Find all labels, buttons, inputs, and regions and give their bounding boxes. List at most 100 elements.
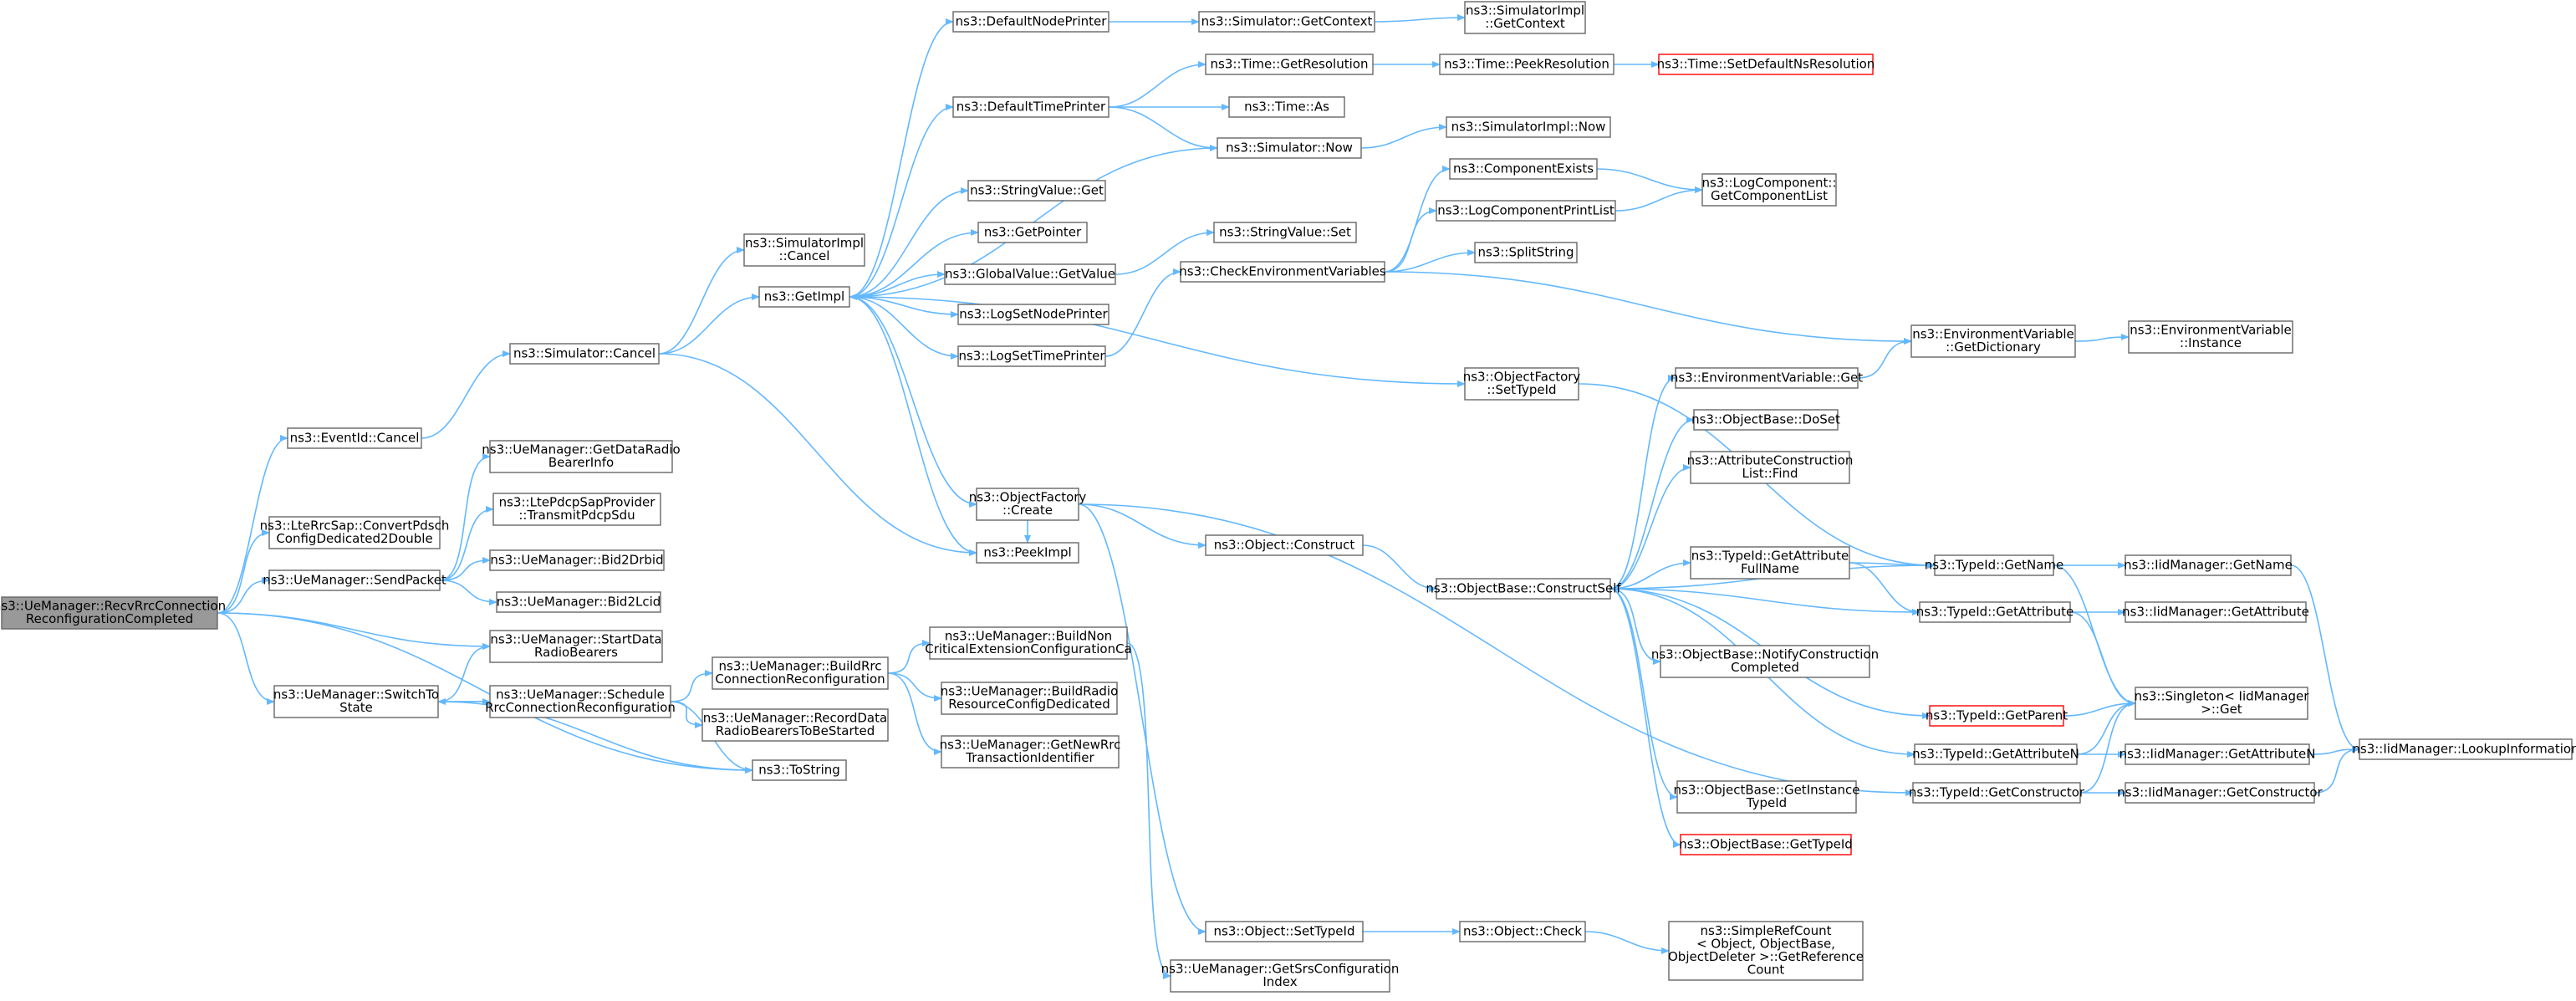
node-label: ConnectionReconfiguration — [715, 672, 885, 687]
node-peekimpl[interactable]: ns3::PeekImpl — [976, 542, 1079, 564]
node-sim-cancel[interactable]: ns3::Simulator::Cancel — [509, 343, 660, 365]
node-box — [1929, 705, 2064, 727]
node-label: ::TransmitPdcpSdu — [518, 508, 635, 523]
node-typeid-getconstructor[interactable]: ns3::TypeId::GetConstructor — [1909, 782, 2085, 804]
node-sim-now[interactable]: ns3::Simulator::Now — [1217, 137, 1362, 159]
node-objbase-notify[interactable]: ns3::ObjectBase::NotifyConstructionCompl… — [1651, 645, 1879, 678]
node-buildradio[interactable]: ns3::UeManager::BuildRadioResourceConfig… — [941, 682, 1119, 715]
node-sendpacket[interactable]: ns3::UeManager::SendPacket — [263, 569, 446, 591]
node-objfactory-settypeid[interactable]: ns3::ObjectFactory::SetTypeId — [1463, 367, 1581, 401]
node-label: ns3::SplitString — [1478, 244, 1574, 259]
node-root[interactable]: ns3::UeManager::RecvRrcConnectionReconfi… — [0, 596, 226, 630]
node-object-settypeid[interactable]: ns3::Object::SetTypeId — [1205, 921, 1364, 942]
node-typeid-getattributen[interactable]: ns3::TypeId::GetAttributeN — [1912, 743, 2079, 765]
node-singleton-get[interactable]: ns3::Singleton< IidManager >::Get — [2135, 687, 2310, 720]
node-logsettimeprinter[interactable]: ns3::LogSetTimePrinter — [957, 345, 1106, 367]
node-checkenv[interactable]: ns3::CheckEnvironmentVariables — [1179, 261, 1386, 283]
node-simimpl-getcontext[interactable]: ns3::SimulatorImpl::GetContext — [1464, 1, 1586, 34]
node-logsetnodeprinter[interactable]: ns3::LogSetNodePrinter — [957, 304, 1109, 325]
node-convert-pdsch[interactable]: ns3::LteRrcSap::ConvertPdschConfigDedica… — [260, 516, 450, 549]
node-iidmgr-getname[interactable]: ns3::IidManager::GetName — [2124, 554, 2293, 576]
node-label: BearerInfo — [548, 455, 614, 470]
node-buildnoncritical[interactable]: ns3::UeManager::BuildNonCriticalExtensio… — [925, 626, 1132, 660]
edge-eventid-cancel-to-sim-cancel — [421, 350, 511, 439]
node-box — [268, 569, 441, 591]
node-stringvalue-set[interactable]: ns3::StringValue::Set — [1213, 222, 1357, 243]
node-stringvalue-get[interactable]: ns3::StringValue::Get — [967, 180, 1106, 202]
node-objfactory-create[interactable]: ns3::ObjectFactory::Create — [969, 488, 1087, 521]
node-label: ns3::LogSetTimePrinter — [958, 348, 1105, 363]
edge-object-construct-to-objbase-constructself — [1362, 544, 1437, 592]
edge-logsettimeprinter-to-checkenv — [1104, 268, 1181, 357]
edge-objbase-constructself-to-objbase-notify — [1609, 588, 1661, 665]
node-objbase-gettypeid[interactable]: ns3::ObjectBase::GetTypeId — [1679, 834, 1853, 855]
node-getimpl[interactable]: ns3::GetImpl — [758, 286, 850, 308]
node-globalvalue-getvalue[interactable]: ns3::GlobalValue::GetValue — [944, 263, 1116, 285]
node-getnewrrc[interactable]: ns3::UeManager::GetNewRrcTransactionIden… — [940, 735, 1121, 769]
node-objbase-constructself[interactable]: ns3::ObjectBase::ConstructSelf — [1426, 578, 1621, 600]
node-envvar-getdict[interactable]: ns3::EnvironmentVariable::GetDictionary — [1910, 324, 2076, 358]
node-iidmgr-getconstructor[interactable]: ns3::IidManager::GetConstructor — [2117, 782, 2324, 804]
node-schedule-rrc[interactable]: ns3::UeManager::ScheduleRrcConnectionRec… — [485, 685, 676, 718]
node-iidmgr-lookupinfo[interactable]: ns3::IidManager::LookupInformation — [2352, 738, 2576, 760]
node-componentexists[interactable]: ns3::ComponentExists — [1449, 158, 1598, 180]
node-eventid-cancel[interactable]: ns3::EventId::Cancel — [287, 427, 422, 449]
edge-globalvalue-getvalue-to-stringvalue-set — [1115, 229, 1215, 275]
node-box — [509, 343, 660, 365]
node-time-getresolution[interactable]: ns3::Time::GetResolution — [1205, 54, 1374, 75]
node-box — [2135, 687, 2308, 720]
node-simplerefcount[interactable]: ns3::SimpleRefCount< Object, ObjectBase,… — [1668, 921, 1864, 981]
node-transmitpdcp[interactable]: ns3::LtePdcpSapProvider::TransmitPdcpSdu — [492, 493, 661, 526]
edge-typeid-getattrfullname-to-typeid-getname — [1849, 561, 1936, 569]
node-box — [489, 549, 665, 571]
node-defaultnodeprinter[interactable]: ns3::DefaultNodePrinter — [952, 11, 1109, 33]
node-tostring[interactable]: ns3::ToString — [752, 759, 847, 781]
node-label: ns3::GlobalValue::GetValue — [945, 266, 1115, 281]
node-iidmgr-getattribute[interactable]: ns3::IidManager::GetAttribute — [2122, 601, 2309, 623]
node-label: FullName — [1741, 561, 1799, 576]
node-defaulttimeprinter[interactable]: ns3::DefaultTimePrinter — [952, 96, 1109, 118]
node-sim-getcontext[interactable]: ns3::Simulator::GetContext — [1198, 11, 1375, 33]
node-label: ns3::Object::SetTypeId — [1214, 923, 1355, 938]
node-object-check[interactable]: ns3::Object::Check — [1459, 921, 1586, 942]
node-box — [976, 488, 1079, 521]
node-label: Index — [1262, 974, 1297, 989]
edge-envvar-get-to-envvar-getdict — [1857, 338, 1912, 379]
node-splitstring[interactable]: ns3::SplitString — [1474, 242, 1578, 263]
node-typeid-getparent[interactable]: ns3::TypeId::GetParent — [1926, 705, 2068, 727]
node-typeid-getname[interactable]: ns3::TypeId::GetName — [1925, 554, 2063, 576]
node-recorddata[interactable]: ns3::UeManager::RecordDataRadioBearersTo… — [701, 708, 889, 742]
node-objbase-doset[interactable]: ns3::ObjectBase::DoSet — [1691, 409, 1840, 431]
edge-getimpl-to-objfactory-create — [849, 296, 977, 508]
node-envvar-instance[interactable]: ns3::EnvironmentVariable::Instance — [2128, 320, 2293, 354]
node-box — [287, 427, 422, 449]
edge-root-to-startdata — [217, 612, 491, 650]
node-simimpl-now[interactable]: ns3::SimulatorImpl::Now — [1446, 116, 1611, 138]
node-typeid-getattribute[interactable]: ns3::TypeId::GetAttribute — [1916, 601, 2074, 623]
node-bid2lcid[interactable]: ns3::UeManager::Bid2Lcid — [496, 591, 661, 613]
node-time-as[interactable]: ns3::Time::As — [1228, 96, 1345, 118]
node-time-setdefault[interactable]: ns3::Time::SetDefaultNsResolution — [1657, 54, 1875, 75]
node-envvar-get[interactable]: ns3::EnvironmentVariable::Get — [1671, 367, 1863, 389]
node-object-construct[interactable]: ns3::Object::Construct — [1205, 534, 1364, 556]
node-label: ns3::GetPointer — [984, 224, 1082, 239]
node-label: ns3::Time::SetDefaultNsResolution — [1657, 56, 1875, 71]
node-iidmgr-getattributen[interactable]: ns3::IidManager::GetAttributeN — [2119, 743, 2316, 765]
node-logcomponentprintlist[interactable]: ns3::LogComponentPrintList — [1436, 200, 1616, 222]
node-label: ns3::EnvironmentVariable::Get — [1671, 370, 1863, 385]
node-buildrrc[interactable]: ns3::UeManager::BuildRrcConnectionReconf… — [712, 656, 889, 690]
node-box — [1910, 324, 2076, 358]
node-logcomponent-getlist[interactable]: ns3::LogComponent::GetComponentList — [1701, 173, 1837, 207]
node-box — [941, 682, 1118, 715]
node-time-peekres[interactable]: ns3::Time::PeekResolution — [1439, 54, 1614, 75]
node-getpointer[interactable]: ns3::GetPointer — [977, 222, 1088, 243]
node-simimpl-cancel[interactable]: ns3::SimulatorImpl::Cancel — [743, 233, 865, 267]
node-bid2drbid[interactable]: ns3::UeManager::Bid2Drbid — [489, 549, 665, 571]
